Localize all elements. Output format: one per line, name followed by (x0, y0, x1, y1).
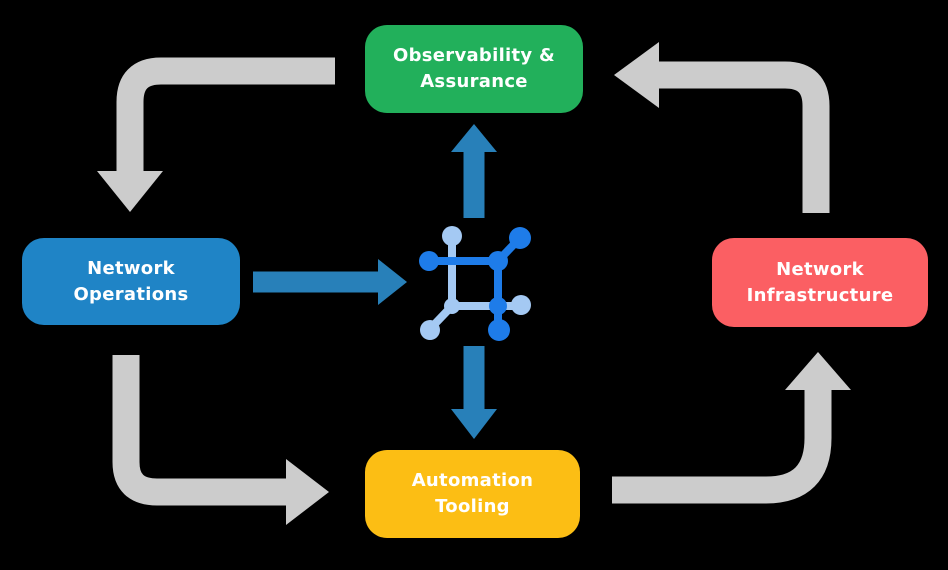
node-label-line: Tooling (435, 496, 510, 517)
arrow-center-to-tooling (451, 346, 497, 439)
network-nodes-icon (419, 226, 531, 341)
node-automation-tooling: Automation Tooling (365, 450, 580, 538)
arrow-center-to-observability (451, 124, 497, 218)
node-label-line: Network (87, 257, 175, 279)
node-observability-assurance: Observability & Assurance (365, 25, 583, 113)
arrow-infrastructure-to-observability (614, 42, 830, 213)
arrow-tooling-to-infrastructure (612, 352, 851, 504)
arrow-observability-to-operations (97, 57, 335, 212)
arrow-operations-to-center (253, 259, 407, 305)
node-label-line: Assurance (420, 71, 528, 92)
node-label-line: Observability & (392, 45, 556, 66)
node-network-operations: Network Operations (22, 238, 240, 325)
node-label-line: Operations (73, 283, 189, 305)
arrow-operations-to-tooling (112, 355, 329, 525)
node-network-infrastructure: Network Infrastructure (712, 238, 928, 327)
node-label-line: Automation (411, 470, 534, 491)
node-label-line: Infrastructure (746, 284, 894, 306)
node-label-line: Network (776, 258, 864, 280)
